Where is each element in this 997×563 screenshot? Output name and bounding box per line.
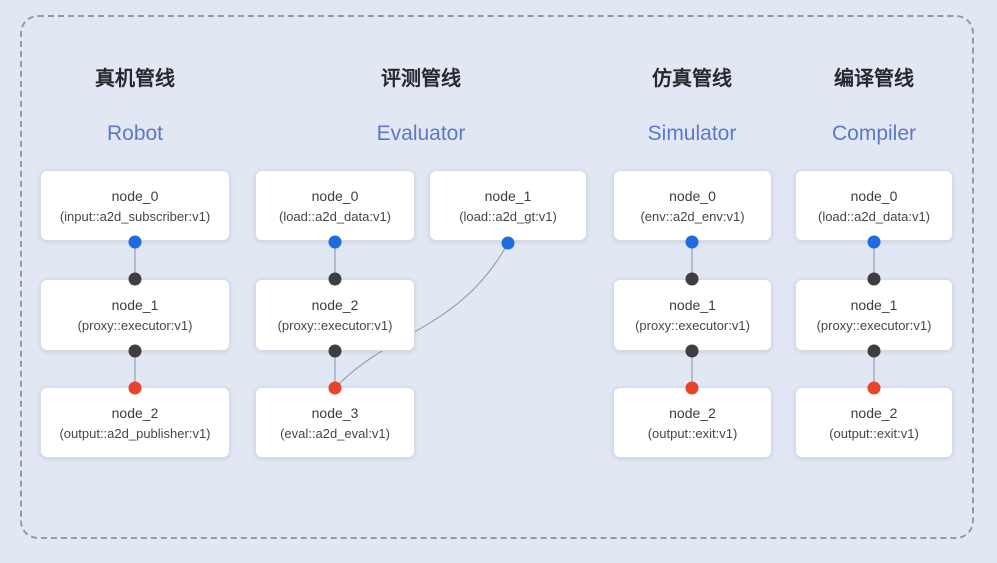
node-name: node_2 <box>111 404 159 421</box>
node-name: node_0 <box>111 187 159 204</box>
pipeline-title-en-compiler: Compiler <box>831 122 917 145</box>
pipeline-title-zh-evaluator: 评测管线 <box>381 68 461 90</box>
node-type: (output::exit:v1) <box>647 425 738 441</box>
evaluator-node-2-card: node_2 (proxy::executor:v1) <box>255 279 415 351</box>
node-name: node_2 <box>311 297 359 313</box>
compiler-node-0-card: node_0 (load::a2d_data:v1) <box>795 170 953 241</box>
evaluator-node-1-card: node_1 (load::a2d_gt:v1) <box>429 170 587 241</box>
node-type: (proxy::executor:v1) <box>816 318 932 333</box>
node-type: (output::exit:v1) <box>829 425 919 441</box>
pipeline-title-zh-robot: 真机管线 <box>95 68 175 90</box>
node-type: (load::a2d_data:v1) <box>817 208 931 224</box>
pipeline-title-en-robot: Robot <box>106 122 164 145</box>
simulator-node-0-card: node_0 (env::a2d_env:v1) <box>613 170 772 241</box>
node-name: node_2 <box>669 404 716 421</box>
compiler-node-1-card: node_1 (proxy::executor:v1) <box>795 279 953 351</box>
node-name: node_1 <box>111 297 159 313</box>
node-type: (load::a2d_data:v1) <box>278 208 392 224</box>
node-type: (output::a2d_publisher:v1) <box>59 425 211 441</box>
node-type: (input::a2d_subscriber:v1) <box>59 208 211 224</box>
node-type: (env::a2d_env:v1) <box>640 208 745 224</box>
node-name: node_1 <box>484 187 532 204</box>
simulator-node-2-card: node_2 (output::exit:v1) <box>613 387 772 458</box>
simulator-node-1-card: node_1 (proxy::executor:v1) <box>613 279 772 351</box>
dashed-border-frame <box>20 15 974 539</box>
compiler-node-2-card: node_2 (output::exit:v1) <box>795 387 953 458</box>
evaluator-node-3-card: node_3 (eval::a2d_eval:v1) <box>255 387 415 458</box>
node-name: node_0 <box>311 187 359 204</box>
pipeline-title-zh-compiler: 编译管线 <box>834 68 914 90</box>
node-type: (load::a2d_gt:v1) <box>459 208 557 224</box>
node-type: (proxy::executor:v1) <box>635 318 750 333</box>
node-name: node_2 <box>850 404 898 421</box>
pipeline-title-en-simulator: Simulator <box>647 122 737 145</box>
node-type: (eval::a2d_eval:v1) <box>280 425 390 441</box>
node-name: node_0 <box>669 187 716 204</box>
pipeline-title-en-evaluator: Evaluator <box>376 122 466 145</box>
node-name: node_3 <box>311 404 359 421</box>
node-name: node_1 <box>850 297 898 313</box>
robot-node-0-card: node_0 (input::a2d_subscriber:v1) <box>40 170 230 241</box>
node-name: node_0 <box>850 187 898 204</box>
node-type: (proxy::executor:v1) <box>277 318 393 333</box>
node-name: node_1 <box>669 297 716 313</box>
evaluator-node-0-card: node_0 (load::a2d_data:v1) <box>255 170 415 241</box>
node-type: (proxy::executor:v1) <box>77 318 193 333</box>
pipeline-title-zh-simulator: 仿真管线 <box>652 68 732 90</box>
robot-node-1-card: node_1 (proxy::executor:v1) <box>40 279 230 351</box>
robot-node-2-card: node_2 (output::a2d_publisher:v1) <box>40 387 230 458</box>
